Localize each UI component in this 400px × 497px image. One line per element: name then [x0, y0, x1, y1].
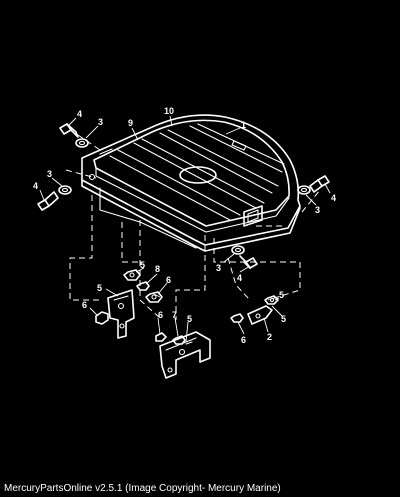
- callout-6: 6: [241, 335, 246, 345]
- callout-4: 4: [331, 193, 336, 203]
- center-mounting-bracket: [155, 331, 211, 379]
- callout-8: 8: [155, 264, 160, 274]
- callout-5: 5: [97, 283, 102, 293]
- top-cowl-cover: [81, 114, 301, 252]
- callout-10: 10: [164, 106, 174, 116]
- callout-5: 5: [140, 260, 145, 270]
- callout-7: 7: [172, 310, 177, 320]
- callout-3: 3: [98, 117, 103, 127]
- callout-5: 5: [281, 314, 286, 324]
- copyright-footer: MercuryPartsOnline v2.5.1 (Image Copyrig…: [4, 483, 281, 494]
- screw-right: [297, 175, 330, 195]
- callout-3: 3: [315, 205, 320, 215]
- screw-lower-right: [231, 245, 258, 269]
- callout-1: 1: [241, 120, 246, 130]
- callout-2: 2: [267, 332, 272, 342]
- callout-4: 4: [77, 109, 82, 119]
- callout-6: 6: [166, 275, 171, 285]
- callout-6: 6: [82, 300, 87, 310]
- callout-3: 3: [216, 263, 221, 273]
- callout-5: 5: [279, 290, 284, 300]
- callout-9: 9: [128, 118, 133, 128]
- callout-4: 4: [237, 273, 242, 283]
- callout-4: 4: [33, 181, 38, 191]
- callout-6: 6: [158, 310, 163, 320]
- left-mounting-bracket: [95, 269, 163, 339]
- right-small-bracket: [230, 295, 279, 325]
- callout-3: 3: [47, 169, 52, 179]
- exploded-parts-diagram: 10 1 9 4 3 3 4 3 4 3 4 5 8 6 5 6 6 7 5 5…: [33, 106, 336, 379]
- callout-leaders: [39, 115, 331, 343]
- callout-labels: 10 1 9 4 3 3 4 3 4 3 4 5 8 6 5 6 6 7 5 5…: [33, 106, 336, 345]
- assembly-guide-lines: [65, 134, 321, 320]
- screw-upper-left: [59, 123, 89, 148]
- screw-left: [37, 185, 72, 211]
- callout-5: 5: [187, 314, 192, 324]
